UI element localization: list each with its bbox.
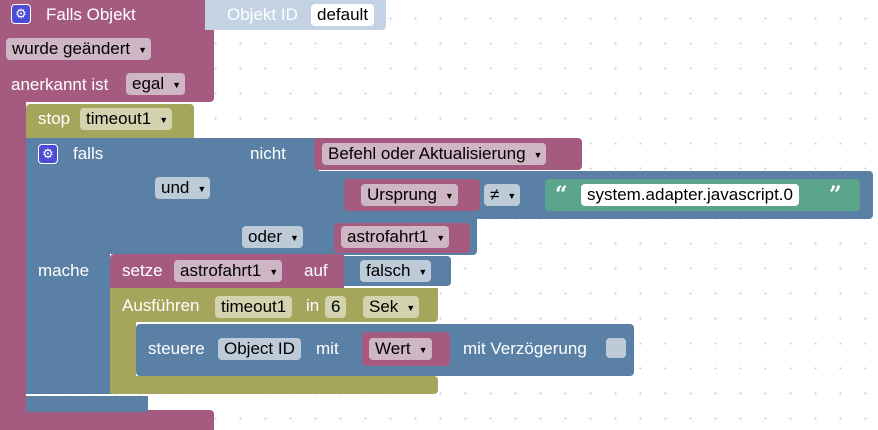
close-quote-icon: ” <box>829 182 842 208</box>
origin-string-field[interactable]: system.adapter.javascript.0 <box>581 184 799 206</box>
stop-label: stop <box>38 109 71 128</box>
if-label: falls <box>73 144 104 163</box>
delay-checkbox[interactable] <box>606 338 626 358</box>
timeout-block-spine <box>110 320 136 378</box>
ack-dropdown[interactable]: egal ▼ <box>126 73 186 95</box>
object-id-label: Objekt ID <box>227 5 298 24</box>
chevron-down-icon: ▼ <box>172 80 182 90</box>
command-value: Befehl oder Aktualisierung <box>328 144 526 163</box>
ack-label: anerkannt ist <box>11 75 109 94</box>
boolean-dropdown[interactable]: falsch ▼ <box>360 260 432 282</box>
and-operator-dropdown[interactable]: und ▼ <box>155 177 211 199</box>
with-label: mit <box>316 339 339 358</box>
timeout-label: Ausführen <box>122 296 200 315</box>
logic-not-block[interactable] <box>237 138 319 172</box>
trigger-title: Falls Objekt <box>46 5 136 24</box>
set-label: setze <box>122 261 163 280</box>
delay-field[interactable]: 6 <box>325 296 347 318</box>
unit-value: Sek <box>369 297 399 316</box>
chevron-down-icon: ▼ <box>436 233 446 243</box>
control-label: steuere <box>148 339 205 358</box>
or-operator-value: oder <box>248 227 283 246</box>
unit-dropdown[interactable]: Sek ▼ <box>363 296 420 318</box>
do-label: mache <box>38 261 90 280</box>
or-variable-dropdown[interactable]: astrofahrt1 ▼ <box>341 226 450 248</box>
timeout-name-field[interactable]: timeout1 <box>215 296 293 318</box>
chevron-down-icon: ▼ <box>269 267 279 277</box>
to-label: auf <box>304 261 328 280</box>
if-block-footer <box>26 396 148 412</box>
chevron-down-icon: ▼ <box>533 150 543 160</box>
compare-operator-value: ≠ <box>490 185 500 204</box>
compare-operator-dropdown[interactable]: ≠▼ <box>484 184 521 206</box>
chevron-down-icon: ▼ <box>507 191 517 201</box>
and-operator-value: und <box>161 178 190 197</box>
control-object-id-field[interactable]: Object ID <box>218 338 301 360</box>
origin-dropdown[interactable]: Ursprung ▼ <box>361 184 458 206</box>
chevron-down-icon: ▼ <box>444 191 454 201</box>
changed-dropdown-value: wurde geändert <box>12 39 131 58</box>
object-id-field[interactable]: default <box>311 4 375 26</box>
value-dropdown-value: Wert <box>375 339 411 358</box>
chevron-down-icon: ▼ <box>418 345 428 355</box>
command-dropdown[interactable]: Befehl oder Aktualisierung ▼ <box>322 143 547 165</box>
set-variable-dropdown[interactable]: astrofahrt1 ▼ <box>174 260 283 282</box>
chevron-down-icon: ▼ <box>418 267 428 277</box>
timeout-block-footer <box>110 376 438 394</box>
delay-label: mit Verzögerung <box>463 339 587 358</box>
value-dropdown[interactable]: Wert ▼ <box>369 338 432 360</box>
not-label: nicht <box>250 144 286 163</box>
chevron-down-icon: ▼ <box>406 303 416 313</box>
or-operator-dropdown[interactable]: oder ▼ <box>242 226 303 248</box>
trigger-block-spine <box>0 100 26 430</box>
boolean-value: falsch <box>366 261 411 280</box>
in-label: in <box>306 296 320 315</box>
or-variable-value: astrofahrt1 <box>347 227 429 246</box>
stop-timer-value: timeout1 <box>86 109 152 128</box>
set-variable-value: astrofahrt1 <box>180 261 262 280</box>
trigger-block-footer <box>0 410 214 430</box>
ack-dropdown-value: egal <box>132 74 165 93</box>
stop-timer-dropdown[interactable]: timeout1 ▼ <box>80 108 173 130</box>
changed-dropdown[interactable]: wurde geändert ▼ <box>6 38 152 60</box>
chevron-down-icon: ▼ <box>290 233 299 243</box>
open-quote-icon: “ <box>555 182 568 208</box>
if-block-spine <box>26 254 110 394</box>
gear-icon[interactable]: ⚙ <box>38 144 58 164</box>
gear-icon[interactable]: ⚙ <box>11 4 31 24</box>
origin-value: Ursprung <box>367 185 437 204</box>
chevron-down-icon: ▼ <box>197 184 207 194</box>
chevron-down-icon: ▼ <box>138 45 148 55</box>
chevron-down-icon: ▼ <box>159 115 169 125</box>
